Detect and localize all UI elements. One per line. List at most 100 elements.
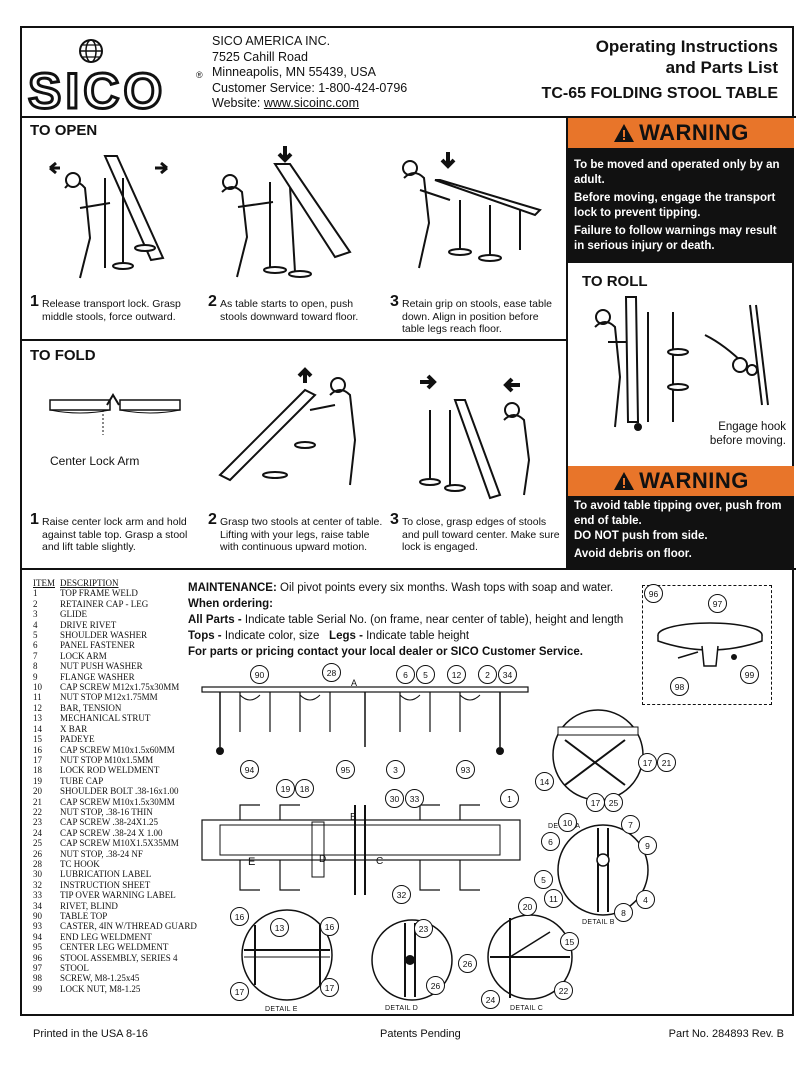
part-item-number: 14 [33, 723, 42, 734]
part-item-number: 28 [33, 858, 42, 869]
part-item-number: 13 [33, 713, 42, 724]
callout-32: 32 [392, 885, 411, 904]
part-description: BAR, TENSION [60, 702, 122, 713]
contact-text: For parts or pricing contact your local … [188, 646, 583, 658]
to-open-heading: TO OPEN [30, 122, 98, 139]
warning-line: To be moved and operated only by an adul… [574, 159, 780, 186]
callout-6: 6 [396, 665, 415, 684]
detail-b-label: DETAIL B [582, 919, 615, 926]
part-item-number: 24 [33, 827, 42, 838]
tops-label: Tops - [188, 630, 222, 642]
callout-33: 33 [405, 789, 424, 808]
fold-illustration-2 [218, 367, 357, 486]
part-item-number: 33 [33, 890, 42, 901]
part-item-number: 4 [33, 619, 38, 630]
part-description: END LEG WELDMENT [60, 931, 152, 942]
footer-printed: Printed in the USA 8-16 [33, 1028, 148, 1040]
part-description: CENTER LEG WELDMENT [60, 942, 169, 953]
part-item-number: 11 [33, 692, 42, 703]
warning-banner: WARNING [568, 466, 794, 496]
callout-2: 2 [478, 665, 497, 684]
legs-text: Indicate table height [362, 630, 470, 642]
part-item-number: 97 [33, 963, 42, 974]
step-text: Raise center lock arm and hold against t… [42, 516, 188, 553]
part-description: CAP SCREW M10x1.5x60MM [60, 744, 175, 755]
open-illustration-2 [221, 146, 352, 278]
website-link[interactable]: www.sicoinc.com [263, 96, 360, 110]
part-description: LOCK NUT, M8-1.25 [60, 983, 141, 994]
callout-90: 90 [250, 665, 269, 684]
parts-list-row: 94 END LEG WELDMENT [33, 932, 210, 942]
detail-e-drawing [241, 909, 333, 1001]
part-description: NUT STOP M12x1.75MM [60, 692, 158, 703]
callout-16a: 16 [230, 907, 249, 926]
city-address: Minneapolis, MN 55439, USA [212, 65, 376, 79]
fold-step-2: 2 Grasp two stools at center of table. L… [208, 512, 383, 554]
callout-12: 12 [447, 665, 466, 684]
detail-a-drawing [552, 709, 644, 801]
warning-line: To avoid table tipping over, push from e… [574, 500, 782, 527]
callout-98: 98 [670, 677, 689, 696]
part-description: TIP OVER WARNING LABEL [60, 890, 176, 901]
part-item-number: 20 [33, 786, 42, 797]
warning-triangle-icon [614, 124, 635, 142]
part-item-number: 21 [33, 796, 42, 807]
part-description: SCREW, M8-1.25x45 [60, 973, 140, 984]
callout-94: 94 [240, 760, 259, 779]
tops-text: Indicate color, size [221, 630, 330, 642]
roll-illustration [594, 296, 689, 431]
customer-service-phone: Customer Service: 1-800-424-0796 [212, 80, 408, 95]
callout-8: 8 [614, 903, 633, 922]
detail-c-label: DETAIL C [510, 1005, 544, 1012]
part-description: NUT PUSH WASHER [60, 661, 143, 672]
part-item-number: 94 [33, 931, 42, 942]
part-item-number: 26 [33, 848, 42, 859]
part-item-number: 10 [33, 682, 42, 693]
callout-5b: 5 [534, 870, 553, 889]
part-item-number: 23 [33, 817, 42, 828]
part-description: CAP SCREW M12x1.75x30MM [60, 682, 180, 693]
part-item-number: 2 [33, 598, 38, 609]
part-description: CASTER, 4IN W/THREAD GUARD [60, 921, 197, 932]
callout-21: 21 [657, 753, 676, 772]
part-item-number: 6 [33, 640, 38, 651]
part-description: CAP SCREW .38-24 X 1.00 [60, 827, 163, 838]
step-number: 2 [208, 293, 217, 310]
part-item-number: 32 [33, 879, 42, 890]
callout-17a: 17 [638, 753, 657, 772]
part-description: TOP FRAME WELD [60, 588, 138, 599]
part-description: LOCK ROD WELDMENT [60, 765, 160, 776]
step-text: To close, grasp edges of stools and pull… [402, 516, 560, 553]
warning-title: WARNING [639, 120, 749, 145]
detail-c-drawing [487, 914, 573, 1000]
header-divider [20, 116, 796, 118]
warning-line: DO NOT push from side. [574, 530, 708, 542]
part-item-number: 96 [33, 952, 42, 963]
part-description: FLANGE WASHER [60, 671, 135, 682]
part-description: RIVET, BLIND [60, 900, 118, 911]
roll-caption: Engage hook before moving. [709, 421, 786, 447]
part-description: NUT STOP, .38-16 THIN [60, 806, 153, 817]
maintenance-info: MAINTENANCE: Oil pivot points every six … [188, 580, 628, 660]
document-title: Operating Instructions and Parts List TC… [542, 36, 778, 103]
callout-15: 15 [560, 932, 579, 951]
part-description: LUBRICATION LABEL [60, 869, 152, 880]
part-description: GLIDE [60, 609, 87, 620]
letter-a: A [351, 678, 358, 688]
table-side-view-drawing [201, 686, 529, 755]
item-column-header: ITEM [33, 578, 55, 588]
step-text: Grasp two stools at center of table. Lif… [220, 516, 383, 553]
warning-box-2: WARNING To avoid table tipping over, pus… [568, 466, 794, 568]
step-number: 3 [390, 511, 399, 528]
